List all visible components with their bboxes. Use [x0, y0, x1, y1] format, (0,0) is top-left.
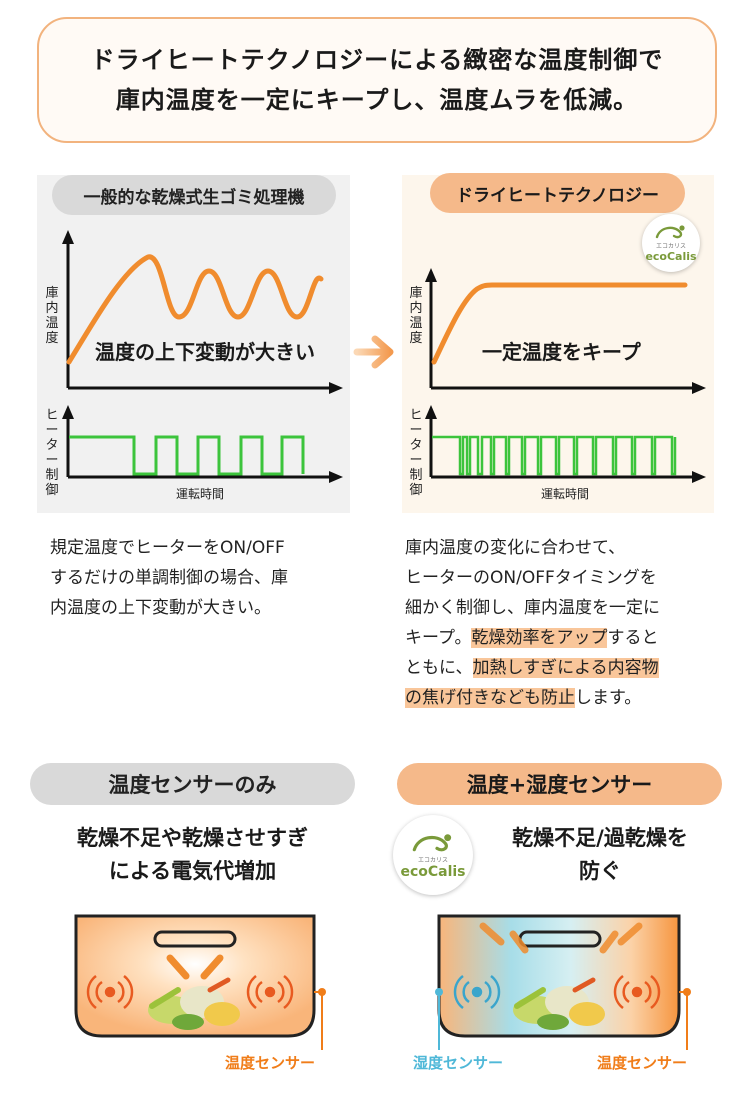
heater-fine-control-line [432, 435, 677, 476]
ecocalis-logo: エコカリス ecoCalis [642, 214, 700, 272]
ecocalis-text: ecoCalis [400, 863, 466, 880]
headline-line-1: ドライヒートテクノロジーによる緻密な温度制御で [90, 46, 664, 74]
conventional-y-axis-bottom: ヒーター制御 [45, 408, 59, 498]
headline-line-2: 庫内温度を一定にキープし、温度ムラを低減。 [115, 86, 639, 114]
ecocalis-mark-icon [655, 225, 685, 239]
temp-humidity-bin-illustration [435, 914, 691, 1050]
conventional-label: 一般的な乾燥式生ゴミ処理機 [52, 175, 336, 215]
humidity-sensor-waves [453, 975, 501, 1009]
humidity-sensor-label: 湿度センサー [413, 1054, 504, 1072]
food-waste-icon [148, 977, 240, 1030]
ecocalis-mark-icon [412, 833, 452, 851]
ecocalis-text: ecoCalis [645, 250, 697, 263]
dryheat-chart-caption: 一定温度をキープ [482, 340, 641, 364]
dryheat-charts [425, 268, 706, 483]
highlight-overheat: 加熱しすぎによる内容物 [472, 658, 659, 678]
temp-sensor-waves-left [86, 975, 134, 1009]
left-temp-sensor-label: 温度センサー [225, 1054, 316, 1072]
heater-onoff-line [69, 435, 305, 476]
temp-sensor-waves-right [246, 975, 294, 1009]
temp-only-subtitle: 乾燥不足や乾燥させすぎ による電気代増加 [77, 826, 308, 883]
dryheat-x-axis-label: 運転時間 [541, 487, 590, 501]
food-waste-icon [513, 977, 605, 1030]
conventional-panel [37, 175, 350, 513]
temp-only-bin-illustration [74, 914, 326, 1050]
temp-sensor-waves [613, 975, 661, 1009]
dryheat-label: ドライヒートテクノロジー [430, 173, 685, 213]
arrow-right-icon [353, 335, 394, 369]
conventional-charts [62, 230, 343, 483]
dryheat-y-axis-top: 庫内温度 [409, 286, 423, 346]
conventional-description: 規定温度でヒーターをON/OFF するだけの単調制御の場合、庫 内温度の上下変動… [50, 538, 288, 618]
ecocalis-kana: エコカリス [655, 243, 686, 250]
temp-humidity-sensor-label: 温度+湿度センサー [397, 763, 722, 805]
conventional-x-axis-label: 運転時間 [176, 487, 225, 501]
highlight-efficiency: 乾燥効率をアップ [471, 628, 608, 648]
ecocalis-kana: エコカリス [417, 856, 448, 864]
conventional-y-axis-top: 庫内温度 [45, 286, 59, 346]
dryheat-description: 庫内温度の変化に合わせて、 ヒーターのON/OFFタイミングを 細かく制御し、庫… [405, 538, 660, 708]
temp-sensor-only-label: 温度センサーのみ [30, 763, 355, 805]
dryheat-y-axis-bottom: ヒーター制御 [409, 408, 423, 498]
temperature-wave-line [66, 254, 324, 365]
temp-humidity-subtitle: 乾燥不足/過乾燥を 防ぐ [512, 826, 688, 883]
temperature-steady-line [431, 282, 688, 365]
ecocalis-logo-large: エコカリス ecoCalis [393, 815, 473, 895]
conventional-chart-caption: 温度の上下変動が大きい [95, 340, 315, 364]
right-temp-sensor-label: 温度センサー [597, 1054, 688, 1072]
highlight-burn-prevention: の焦げ付きなども防止 [405, 688, 575, 708]
headline-box: ドライヒートテクノロジーによる緻密な温度制御で 庫内温度を一定にキープし、温度ム… [37, 17, 717, 143]
